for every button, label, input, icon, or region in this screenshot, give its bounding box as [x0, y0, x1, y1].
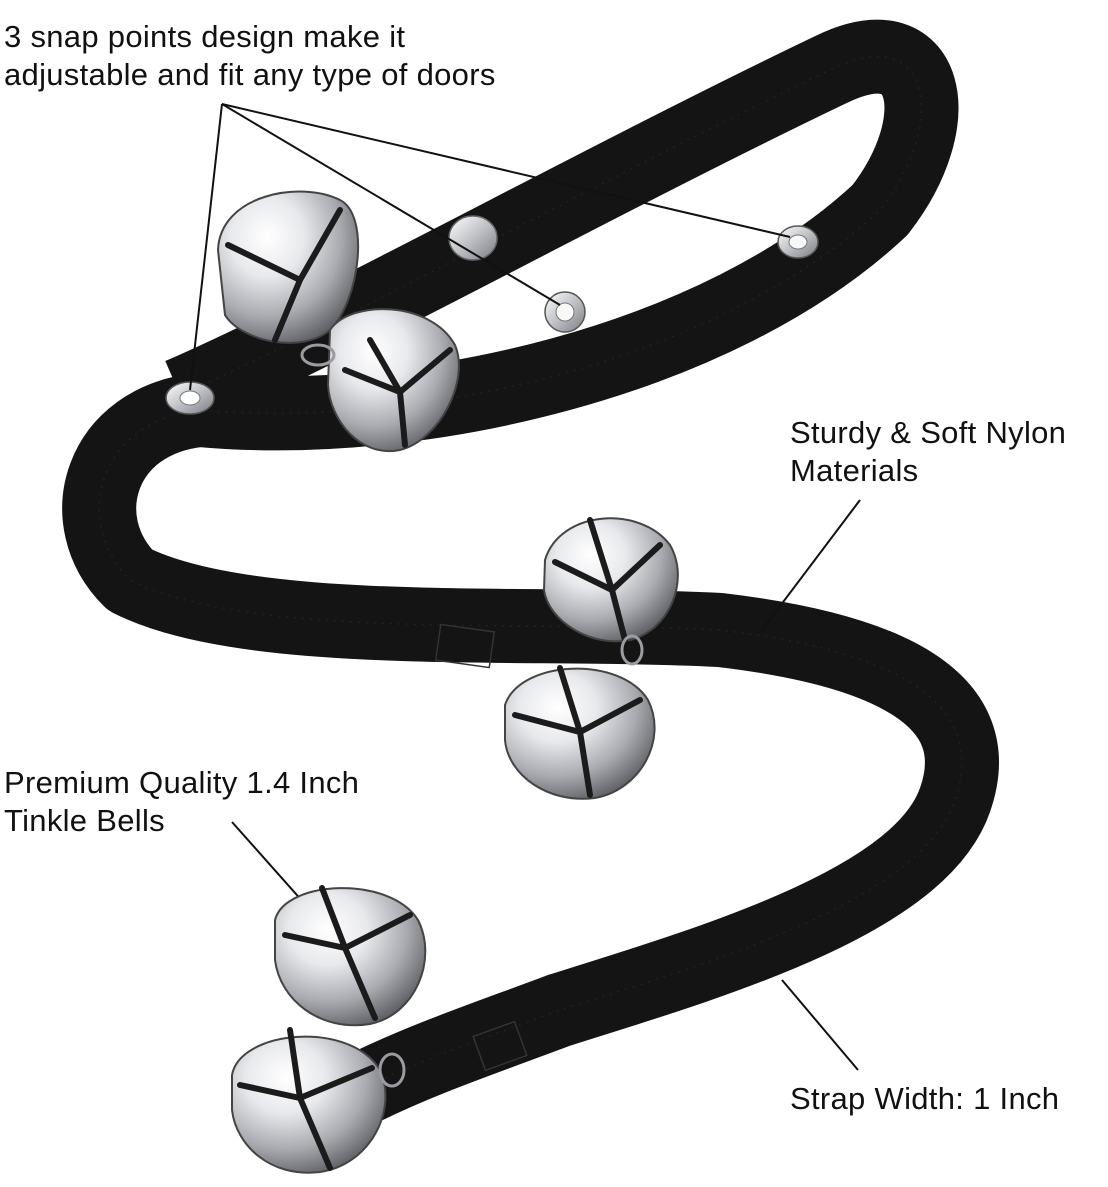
strap-width-annotation: Strap Width: 1 Inch	[790, 1080, 1059, 1118]
bell-bottom-2	[231, 1027, 387, 1174]
bell-top-2	[326, 308, 460, 453]
nylon-strap	[62, 19, 999, 1124]
nylon-line-1: Sturdy & Soft Nylon	[790, 415, 1067, 450]
bells-annotation: Premium Quality 1.4 Inch Tinkle Bells	[4, 764, 359, 840]
snap-grommet-middle	[544, 291, 586, 333]
leader-lines	[189, 103, 861, 1071]
bell-bottom-1	[274, 885, 427, 1027]
bells-line-1: Premium Quality 1.4 Inch	[4, 765, 360, 800]
snap-grommet-right	[777, 225, 819, 259]
snap-points-annotation: 3 snap points design make it adjustable …	[4, 18, 496, 94]
split-rings	[300, 343, 644, 1088]
snap-points-line-2: adjustable and fit any type of doors	[4, 57, 496, 92]
bell-middle-2	[504, 665, 656, 800]
bells-line-2: Tinkle Bells	[4, 803, 165, 838]
strap-width-line-1: Strap Width: 1 Inch	[790, 1081, 1060, 1116]
bell-top-1	[216, 190, 360, 344]
bell-middle-1	[542, 517, 679, 643]
snap-points-line-1: 3 snap points design make it	[4, 19, 406, 54]
nylon-annotation: Sturdy & Soft Nylon Materials	[790, 414, 1066, 490]
nylon-line-2: Materials	[790, 453, 919, 488]
